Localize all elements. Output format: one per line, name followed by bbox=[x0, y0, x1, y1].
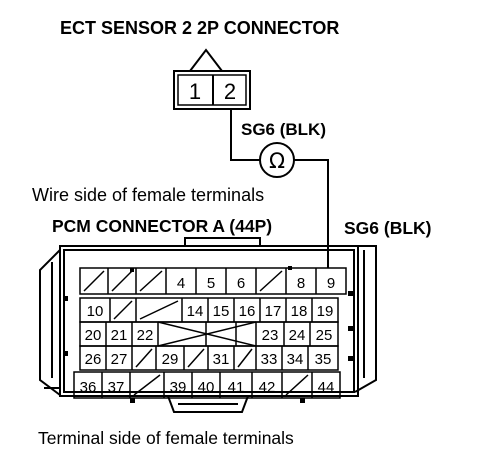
terminal-33: 33 bbox=[261, 351, 278, 368]
blank-block-cross bbox=[157, 321, 257, 347]
terminal-18: 18 bbox=[291, 303, 308, 320]
empty-terminal-slash bbox=[139, 270, 163, 292]
empty-terminal-slash bbox=[135, 348, 153, 368]
ect-connector-title: ECT SENSOR 2 2P CONNECTOR bbox=[60, 18, 340, 38]
terminal-row bbox=[79, 345, 339, 371]
terminal-10: 10 bbox=[87, 303, 104, 320]
terminal-23: 23 bbox=[262, 327, 279, 344]
terminal-4: 4 bbox=[177, 275, 185, 292]
terminal-41: 41 bbox=[228, 379, 245, 396]
terminal-row bbox=[79, 267, 347, 295]
terminal-31: 31 bbox=[213, 351, 230, 368]
terminal-8: 8 bbox=[297, 275, 305, 292]
terminal-27: 27 bbox=[111, 351, 128, 368]
pcm-connector-housing bbox=[39, 237, 377, 413]
terminal-14: 14 bbox=[187, 303, 204, 320]
terminal-9: 9 bbox=[327, 275, 335, 292]
terminal-20: 20 bbox=[85, 327, 102, 344]
terminal-22: 22 bbox=[137, 327, 154, 344]
empty-terminal-slash bbox=[83, 270, 105, 292]
ect-pin-1: 1 bbox=[189, 79, 201, 104]
pcm-terminal-grid: 4 5 6 8 9 10 14 15 16 17 18 19 20 21 22 23 24 25 26 27 29 31 3… bbox=[73, 267, 347, 399]
terminal-17: 17 bbox=[265, 303, 282, 320]
empty-terminal-slash bbox=[285, 374, 309, 396]
empty-terminal-slash bbox=[111, 270, 133, 292]
terminal-44: 44 bbox=[318, 379, 335, 396]
terminal-29: 29 bbox=[162, 351, 179, 368]
terminal-5: 5 bbox=[207, 275, 215, 292]
terminal-16: 16 bbox=[239, 303, 256, 320]
terminal-42: 42 bbox=[259, 379, 276, 396]
terminal-side-caption: Terminal side of female terminals bbox=[38, 428, 294, 448]
empty-terminal-slash bbox=[187, 348, 205, 368]
empty-terminal-slash bbox=[259, 270, 283, 292]
empty-terminal-slash bbox=[133, 374, 161, 396]
terminal-21: 21 bbox=[111, 327, 128, 344]
empty-terminal-slash bbox=[139, 300, 179, 320]
wire-side-caption: Wire side of female terminals bbox=[32, 185, 265, 205]
terminal-6: 6 bbox=[237, 275, 245, 292]
ect-pin-2: 2 bbox=[224, 79, 236, 104]
wire-label-top: SG6 (BLK) bbox=[241, 120, 326, 139]
terminal-26: 26 bbox=[85, 351, 102, 368]
terminal-35: 35 bbox=[315, 351, 332, 368]
empty-terminal-slash bbox=[237, 348, 253, 368]
ohm-symbol: Ω bbox=[269, 149, 285, 173]
terminal-39: 39 bbox=[170, 379, 187, 396]
terminal-36: 36 bbox=[80, 379, 97, 396]
wire-label-right: SG6 (BLK) bbox=[344, 218, 432, 238]
ohmmeter-icon: Ω bbox=[259, 142, 295, 178]
terminal-25: 25 bbox=[316, 327, 333, 344]
terminal-19: 19 bbox=[317, 303, 334, 320]
terminal-34: 34 bbox=[287, 351, 304, 368]
terminal-40: 40 bbox=[198, 379, 215, 396]
wire-sg6 bbox=[230, 109, 329, 268]
pcm-connector-title: PCM CONNECTOR A (44P) bbox=[52, 216, 273, 236]
terminal-row bbox=[73, 371, 341, 399]
terminal-37: 37 bbox=[108, 379, 125, 396]
ect-connector: 1 2 bbox=[173, 48, 251, 110]
empty-terminal-slash bbox=[113, 300, 133, 320]
terminal-24: 24 bbox=[289, 327, 306, 344]
terminal-15: 15 bbox=[213, 303, 230, 320]
